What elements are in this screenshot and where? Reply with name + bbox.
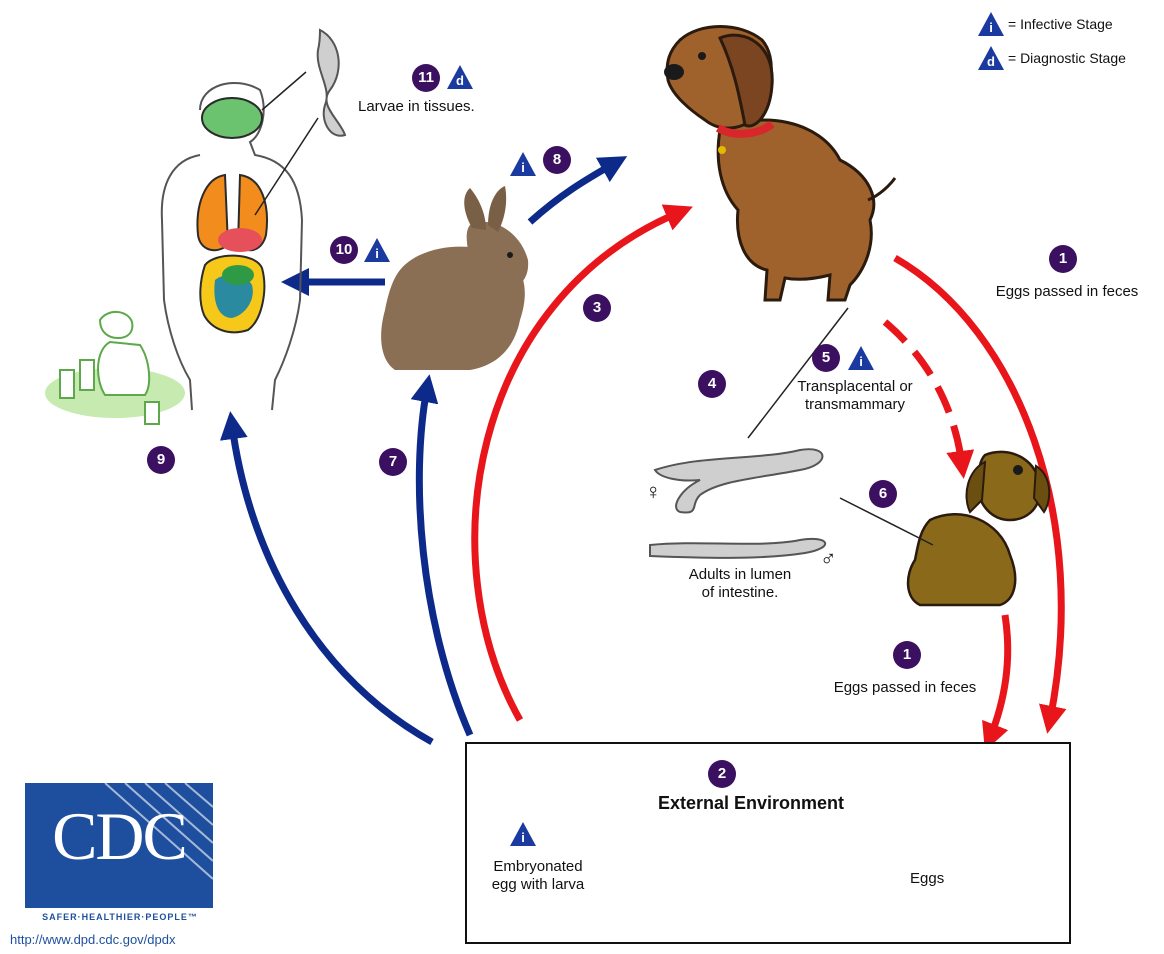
- step-11-number: 11: [412, 64, 440, 92]
- step-3-number: 3: [583, 294, 611, 322]
- transplacental-label: Transplacental or transmammary: [770, 378, 940, 414]
- step-10-number: 10: [330, 236, 358, 264]
- external-environment-title: External Environment: [658, 793, 844, 814]
- child-playing-illustration: [45, 312, 185, 424]
- adults-in-lumen-label: Adults in lumen of intestine.: [675, 566, 805, 602]
- embryonated-egg-label: Embryonated egg with larva: [478, 858, 598, 894]
- infective-stage-legend-label: = Infective Stage: [1008, 16, 1113, 32]
- diagnostic-stage-icon: d: [447, 65, 473, 89]
- diagnostic-stage-legend-label: = Diagnostic Stage: [1008, 50, 1126, 66]
- step-7-number: 7: [379, 448, 407, 476]
- rabbit-illustration: [381, 186, 528, 370]
- arrow-8-rabbit-to-dog: [530, 163, 615, 222]
- infective-stage-icon: i: [848, 346, 874, 370]
- step-2-number: 2: [708, 760, 736, 788]
- transplacental-line1: Transplacental or: [770, 378, 940, 396]
- source-url[interactable]: http://www.dpd.cdc.gov/dpdx: [10, 932, 175, 947]
- infective-stage-icon: i: [364, 238, 390, 262]
- eggs-label: Eggs: [910, 870, 944, 888]
- step-4-number: 4: [698, 370, 726, 398]
- infective-stage-icon: i: [510, 822, 536, 846]
- step-1-number-puppy: 1: [893, 641, 921, 669]
- infective-stage-legend-icon: i: [978, 12, 1004, 36]
- infective-stage-icon: i: [510, 152, 536, 176]
- eggs-passed-in-feces-label: Eggs passed in feces: [982, 283, 1152, 301]
- adults-line2: of intestine.: [675, 584, 805, 602]
- female-symbol: ♀: [645, 483, 662, 501]
- cdc-tagline: SAFER·HEALTHIER·PEOPLE™: [25, 912, 215, 922]
- embryonated-line1: Embryonated: [478, 858, 598, 876]
- transplacental-line2: transmammary: [770, 396, 940, 414]
- arrow-7-env-to-rabbit: [419, 388, 470, 735]
- larva-in-tissue-illustration: [255, 30, 345, 215]
- cdc-logo: CDC: [25, 783, 213, 908]
- adults-line1: Adults in lumen: [675, 566, 805, 584]
- external-environment-box: [465, 742, 1071, 944]
- human-organ-illustration: [162, 83, 302, 410]
- adult-worms-illustration: [650, 308, 933, 558]
- male-symbol: ♂: [820, 550, 837, 568]
- step-6-number: 6: [869, 480, 897, 508]
- larvae-in-tissues-label: Larvae in tissues.: [358, 98, 475, 116]
- eggs-passed-in-feces-label-puppy: Eggs passed in feces: [810, 679, 1000, 697]
- cdc-logo-text: CDC: [25, 797, 213, 876]
- step-5-number: 5: [812, 344, 840, 372]
- step-9-number: 9: [147, 446, 175, 474]
- puppy-illustration: [908, 452, 1049, 605]
- embryonated-line2: egg with larva: [478, 876, 598, 894]
- arrow-1-puppy-feces: [990, 615, 1008, 738]
- adult-dog-illustration: [664, 27, 895, 301]
- diagnostic-stage-legend-icon: d: [978, 46, 1004, 70]
- step-1-number: 1: [1049, 245, 1077, 273]
- step-8-number: 8: [543, 146, 571, 174]
